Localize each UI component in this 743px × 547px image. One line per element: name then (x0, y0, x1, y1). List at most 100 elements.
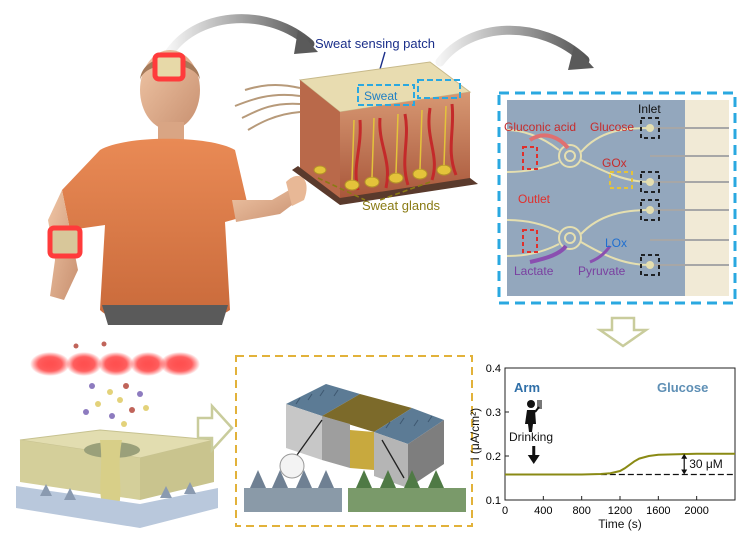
microneedle-cones (40, 482, 196, 500)
gold-wall (350, 430, 374, 470)
right-forearm (232, 186, 304, 222)
outlet-box-1 (522, 146, 538, 170)
gluconic-arc (528, 133, 570, 150)
y-tick-label: 0.4 (486, 363, 501, 375)
microneedle-panel-border (235, 355, 473, 527)
cross-section-right (348, 488, 466, 512)
shirt (62, 138, 250, 325)
x-tick-label: 0 (502, 505, 508, 517)
x-tick-label: 1200 (608, 505, 632, 517)
delta-arrow-head-up (681, 453, 688, 459)
delta-arrow-head-down (681, 469, 688, 475)
inlet-label: Inlet (638, 102, 661, 116)
hollow-down-arrow-icon (596, 316, 650, 348)
human-figure (47, 14, 318, 325)
bottom-channels (506, 209, 651, 266)
gluconic-acid-label: Gluconic acid (504, 120, 576, 134)
patch-label: Sweat sensing patch (315, 36, 435, 51)
electrode-pads (646, 124, 654, 269)
needle-top-right (374, 408, 444, 444)
x-tick-label: 400 (534, 505, 552, 517)
forehead-patch (152, 52, 186, 82)
chart-trace-line (505, 452, 735, 476)
lactate-label: Lactate (514, 264, 554, 278)
extraction-illustration (16, 341, 218, 528)
glands-leader-lines (317, 177, 431, 201)
lactate-arc (529, 244, 568, 264)
microneedle-panel (235, 355, 473, 527)
arm-patch (47, 225, 83, 259)
sweat-gland-coils (313, 164, 452, 191)
sweat-column (100, 440, 122, 510)
inlet-box-2 (640, 171, 660, 193)
y-tick-label: 0.3 (486, 407, 501, 419)
skin-block-patch: Sweat sensing patch Sweat Sweat glands (234, 25, 594, 213)
drinking-down-arrow-icon (527, 446, 540, 464)
delta-label: 30 μM (689, 457, 723, 471)
arrow-head-icon-2 (568, 46, 594, 70)
inlet-box-1 (640, 117, 660, 139)
sweat-label: Sweat (364, 89, 398, 103)
x-ticks: 0 400 800 1200 1600 2000 (502, 496, 709, 517)
glucose-chart: 0 400 800 1200 1600 2000 0.1 0.2 0.3 0.4 30 μM A… (468, 363, 736, 531)
inlet-box-3 (640, 199, 660, 221)
x-axis-label: Time (s) (598, 517, 642, 531)
neck (158, 122, 184, 144)
block-front-mid (322, 416, 350, 468)
top-plate-side (140, 440, 214, 500)
needle-texture (295, 389, 433, 429)
glands-label: Sweat glands (362, 198, 441, 213)
block-side (300, 80, 340, 200)
skin-hairs (234, 83, 301, 131)
electrode-traces (650, 127, 729, 266)
drinking-person-icon (525, 400, 542, 432)
block-front-right (374, 432, 408, 488)
cone-row-left (250, 470, 334, 488)
x-tick-label: 800 (572, 505, 590, 517)
gox-label: GOx (602, 156, 627, 170)
y-tick-label: 0.1 (486, 495, 501, 507)
drinking-label: Drinking (509, 430, 553, 444)
glucose-title: Glucose (657, 380, 708, 395)
block-side-right (408, 420, 444, 488)
cone-row-right (356, 470, 444, 488)
curved-arrow-head-to-patch (165, 14, 315, 57)
block-front-left (286, 404, 322, 460)
pyruvate-label: Pyruvate (578, 264, 626, 278)
cross-section-left (244, 488, 342, 512)
chip-panel-border (497, 91, 737, 305)
arm-label: Arm (514, 380, 540, 395)
x-tick-label: 1600 (646, 505, 670, 517)
outlet-box-2 (522, 229, 538, 253)
chip-contact-area (685, 100, 729, 296)
y-ticks: 0.1 0.2 0.3 0.4 (486, 363, 509, 507)
lox-label: LOx (605, 236, 627, 250)
needle-top-left (286, 384, 360, 416)
leader-line-2 (381, 439, 405, 479)
inlet-box-4 (640, 254, 660, 276)
y-tick-label: 0.2 (486, 451, 501, 463)
particles (73, 341, 149, 427)
outlet-label: Outlet (518, 192, 551, 206)
pyruvate-arc (589, 245, 612, 264)
sweat-ducts (351, 105, 447, 181)
yellow-detail-box (609, 171, 633, 189)
sweat-dashed-box (357, 84, 415, 106)
droplet-bubble (279, 453, 305, 479)
sweat-dashed-box-2 (417, 79, 461, 99)
blood-vessels (354, 103, 458, 191)
right-hand (286, 175, 307, 206)
red-led-lights (30, 352, 200, 376)
curved-arrow-patch-to-chip (435, 25, 590, 67)
block-base (292, 166, 478, 205)
chip-substrate (507, 100, 685, 296)
pants (102, 305, 228, 325)
x-tick-label: 2000 (684, 505, 708, 517)
chip-panel: Inlet Gluconic acid Glucose GOx Outlet L… (497, 91, 737, 305)
y-axis-label: i (μA/cm²) (468, 408, 482, 460)
hollow-right-arrow-icon (196, 402, 234, 454)
top-channels (506, 127, 651, 183)
glucose-label: Glucose (590, 120, 634, 134)
arrow-head-icon (294, 30, 318, 54)
